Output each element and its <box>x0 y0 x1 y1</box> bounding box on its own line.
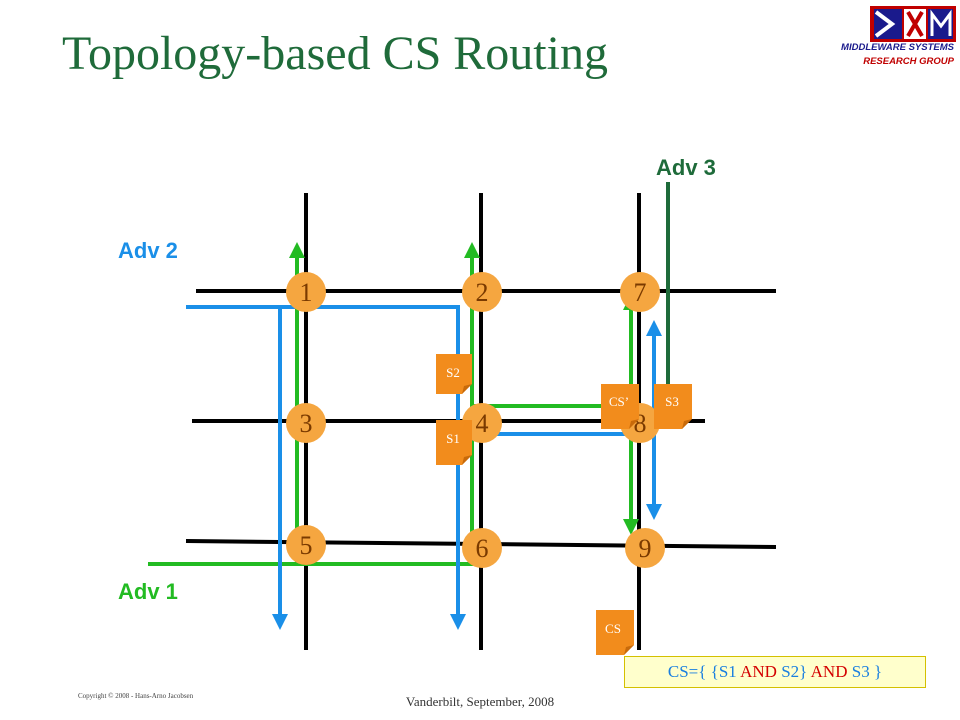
cs-expression-and1: AND <box>740 662 777 681</box>
broker-node-5: 5 <box>286 525 326 565</box>
node-label: 7 <box>634 278 647 307</box>
cs-expression-part1: CS={ {S1 <box>667 662 741 681</box>
note-cs: CS <box>596 610 634 655</box>
adv1-label: Adv 1 <box>118 579 178 604</box>
cs-expression-and2: AND <box>810 662 848 681</box>
note-label: S2 <box>446 365 460 380</box>
note-s3: S3 <box>654 384 692 429</box>
adv1-path <box>148 242 639 566</box>
broker-node-3: 3 <box>286 403 326 443</box>
broker-node-2: 2 <box>462 272 502 312</box>
note-cs-prime: CS’ <box>601 384 639 429</box>
node-label: 3 <box>300 409 313 438</box>
note-label: S3 <box>665 394 679 409</box>
cs-expression-part3: S3 } <box>847 662 883 681</box>
logo: MIDDLEWARE SYSTEMS RESEARCH GROUP <box>804 4 960 72</box>
broker-node-6: 6 <box>462 528 502 568</box>
copyright-footer: Copyright © 2008 - Hans-Arno Jacobsen <box>78 692 194 700</box>
note-s2: S2 <box>436 354 472 394</box>
node-label: 6 <box>476 534 489 563</box>
adv2-path <box>186 305 662 630</box>
node-label: 2 <box>476 278 489 307</box>
note-label: S1 <box>446 431 460 446</box>
note-label: CS’ <box>609 394 629 409</box>
logo-line2: RESEARCH GROUP <box>863 56 954 67</box>
broker-node-1: 1 <box>286 272 326 312</box>
note-label: CS <box>605 621 621 636</box>
adv3-label: Adv 3 <box>656 155 716 180</box>
logo-icon <box>870 6 956 42</box>
broker-node-7: 7 <box>620 272 660 312</box>
logo-line1: MIDDLEWARE SYSTEMS <box>841 42 954 53</box>
cs-expression-box: CS={ {S1 AND S2} AND S3 } <box>624 656 926 688</box>
broker-node-9: 9 <box>625 528 665 568</box>
cs-expression-part2: S2} <box>776 662 811 681</box>
note-s1: S1 <box>436 420 472 465</box>
venue-footer: Vanderbilt, September, 2008 <box>405 694 555 709</box>
node-label: 4 <box>476 409 489 438</box>
node-label: 5 <box>300 531 313 560</box>
page-title: Topology-based CS Routing <box>62 27 608 80</box>
adv2-label: Adv 2 <box>118 238 178 263</box>
node-label: 1 <box>300 278 313 307</box>
node-label: 9 <box>639 534 652 563</box>
